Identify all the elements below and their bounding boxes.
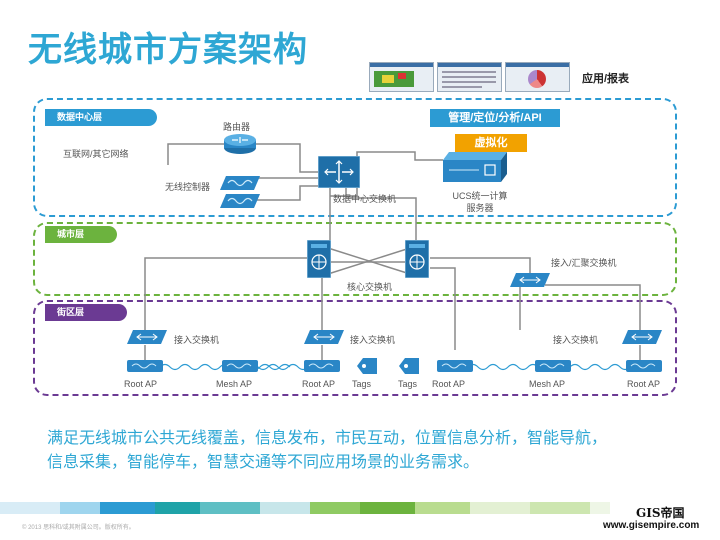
ucs-server-icon <box>443 152 507 182</box>
report-thumbnail-pie <box>505 62 570 92</box>
street-layer-label: 街区层 <box>45 304 127 321</box>
access-switch-icon-1 <box>127 330 167 344</box>
wireless-controller-label: 无线控制器 <box>165 182 211 192</box>
description-line-1: 满足无线城市公共无线覆盖，信息发布，市民互动，位置信息分析，智能导航， <box>47 428 608 447</box>
datacenter-layer-zone <box>33 98 677 217</box>
street-node-label: Root AP <box>627 379 661 389</box>
watermark-url: www.gisempire.com <box>603 520 700 531</box>
mesh-ap-icon-2 <box>535 360 571 372</box>
wireless-controller-icon-2 <box>220 194 260 208</box>
city-layer-zone <box>33 222 677 296</box>
tag-icon-1 <box>357 358 377 374</box>
virtualization-label: 虚拟化 <box>455 134 527 152</box>
street-node-label: Tags <box>398 379 418 389</box>
description-line-2: 信息采集，智能停车，智慧交通等不同应用场景的业务需求。 <box>47 452 480 471</box>
router-label: 路由器 <box>223 122 251 132</box>
apps-label: 应用/报表 <box>582 73 630 85</box>
street-node-label: Root AP <box>302 379 336 389</box>
report-thumbnail-table <box>437 62 502 92</box>
aggregation-switch-label: 接入/汇聚交换机 <box>551 258 617 268</box>
city-layer-label: 城市层 <box>45 226 117 243</box>
datacenter-switch-icon <box>318 156 360 188</box>
report-thumbnail-map <box>369 62 434 92</box>
access-switch-label-3: 接入交换机 <box>553 335 599 345</box>
datacenter-switch-label: 数据中心交换机 <box>333 194 397 204</box>
core-switch-left-icon <box>307 240 331 278</box>
street-node-label: Root AP <box>432 379 466 389</box>
core-switch-label: 核心交换机 <box>347 282 393 292</box>
wireless-controller-icon <box>220 176 260 190</box>
street-node-label: Mesh AP <box>216 379 253 389</box>
root-ap-icon-3 <box>437 360 473 372</box>
core-switch-right-icon <box>405 240 429 278</box>
street-node-label: Root AP <box>124 379 158 389</box>
root-ap-icon-1 <box>127 360 163 372</box>
router-icon <box>224 134 256 154</box>
access-switch-icon-3 <box>622 330 662 344</box>
tag-icon-2 <box>399 358 419 374</box>
street-layer-zone <box>33 300 677 396</box>
street-node-label: Tags <box>352 379 372 389</box>
street-node-label: Mesh AP <box>529 379 566 389</box>
access-switch-label-2: 接入交换机 <box>350 335 396 345</box>
root-ap-icon-4 <box>626 360 662 372</box>
aggregation-switch-icon <box>510 273 550 287</box>
access-switch-icon-2 <box>304 330 344 344</box>
root-ap-icon-2 <box>304 360 340 372</box>
datacenter-layer-label: 数据中心层 <box>45 109 157 126</box>
watermark-logo: GIS帝国 <box>636 506 685 520</box>
ucs-server-label: UCS统一计算 服务器 <box>452 191 508 213</box>
page-title: 无线城市方案架构 <box>28 30 308 70</box>
access-switch-label-1: 接入交换机 <box>174 335 220 345</box>
internet-label: 互联网/其它网络 <box>63 149 129 159</box>
description-text: 满足无线城市公共无线覆盖，信息发布，市民互动，位置信息分析，智能导航， 信息采集… <box>47 426 707 474</box>
management-api-label: 管理/定位/分析/API <box>430 109 560 127</box>
copyright-text: © 2013 思科和/或其附属公司。版权所有。 <box>22 525 135 531</box>
mesh-ap-icon-1 <box>222 360 258 372</box>
